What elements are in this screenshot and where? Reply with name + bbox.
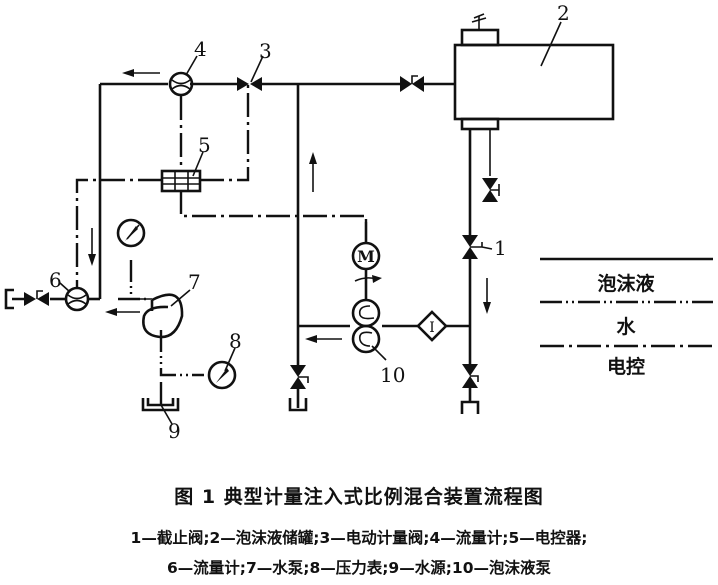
label-3: 3	[259, 39, 272, 63]
control-lines	[75, 84, 368, 288]
legend: 泡沫液 水 电控	[540, 257, 713, 378]
label-1: 1	[494, 236, 507, 260]
outlet-valve-icon	[4, 288, 66, 310]
arrow-down-icon	[88, 228, 96, 266]
label-10: 10	[380, 363, 405, 387]
flow-meter-icon	[59, 282, 90, 312]
controller-icon	[160, 151, 204, 193]
tank-inlet-valve-icon	[400, 75, 424, 92]
label-5: 5	[198, 133, 211, 157]
arrow-up-icon	[309, 152, 317, 192]
outlet-valve-icon	[460, 364, 480, 414]
arrow-left-icon	[105, 308, 140, 316]
flow-meter-icon	[168, 55, 198, 97]
label-7: 7	[188, 270, 201, 294]
flow-arrows	[88, 69, 491, 343]
label-6: 6	[49, 268, 62, 292]
foam-pump-icon	[351, 298, 387, 361]
water-source-icon	[141, 398, 180, 425]
legend-label-foam: 泡沫液	[597, 272, 655, 295]
filter-icon: I	[416, 310, 448, 342]
label-4: 4	[194, 37, 207, 61]
arrow-down-icon	[483, 278, 491, 314]
foam-tank-icon	[453, 13, 615, 131]
figure-caption-line: 1—截止阀;2—泡沫液储罐;3—电动计量阀;4—流量计;5—电控器;	[130, 529, 588, 547]
arrow-left-icon	[305, 335, 342, 343]
motor-label: M	[357, 247, 375, 266]
tank-drain-valve-icon	[482, 178, 500, 202]
motor-icon: M	[351, 241, 382, 283]
label-8: 8	[229, 329, 242, 353]
drain-valve-icon	[288, 365, 309, 412]
foam-lines	[88, 82, 491, 365]
metering-valve-icon	[237, 55, 264, 91]
globe-valve-icon	[462, 235, 493, 259]
figure-caption-line: 6—流量计;7—水泵;8—压力表;9—水源;10—泡沫液泵	[166, 559, 551, 577]
figure-title: 图 1 典型计量注入式比例混合装置流程图	[174, 486, 544, 508]
legend-label-control: 电控	[607, 355, 645, 378]
flow-diagram: I	[4, 1, 713, 443]
filter-label: I	[429, 320, 435, 336]
label-9: 9	[168, 419, 181, 443]
pressure-gauge-icon	[116, 218, 146, 248]
component-labels: 4 3 2 5 6 7 8 9 10 1	[49, 1, 570, 443]
pressure-gauge-icon	[207, 347, 237, 390]
legend-label-water: 水	[616, 316, 636, 338]
label-2: 2	[557, 1, 570, 25]
arrow-left-icon	[122, 69, 160, 77]
water-pump-icon	[132, 289, 191, 339]
